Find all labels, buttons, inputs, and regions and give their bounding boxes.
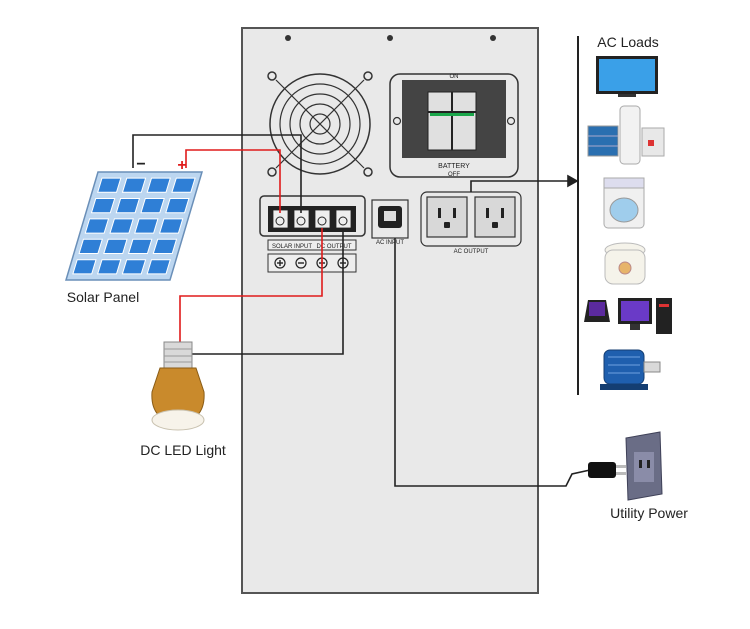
computer-icon	[584, 298, 672, 334]
solar-cell	[152, 238, 178, 254]
ac-output-label: AC OUTPUT	[454, 249, 489, 255]
solar-cell	[103, 238, 128, 254]
solar-cell	[146, 177, 171, 193]
water-heater-icon	[587, 105, 665, 165]
dc-output-label: DC OUTPUT	[317, 244, 352, 250]
solar-cell	[165, 198, 190, 214]
solar-cell	[134, 218, 159, 234]
dc-negative-wire	[192, 228, 344, 355]
ac-loads-label: AC Loads	[597, 34, 658, 50]
solar-cell	[90, 198, 116, 214]
solar-cell	[78, 238, 103, 254]
utility-outlet-icon	[625, 431, 663, 501]
tv-icon	[596, 56, 658, 97]
battery-switch[interactable]: ON BATTERY OFF	[389, 73, 519, 178]
solar-cell	[72, 259, 97, 275]
solar-cell	[97, 259, 122, 275]
solar-panel-label: Solar Panel	[67, 289, 139, 305]
solar-input-label: SOLAR INPUT	[272, 244, 312, 250]
solar-cell	[97, 177, 122, 193]
polarity-negative: −	[136, 156, 145, 173]
switch-off-label: OFF	[448, 172, 460, 178]
ac-input-wire	[394, 238, 591, 487]
dc-led-light-label: DC LED Light	[140, 442, 226, 458]
solar-cell	[121, 177, 147, 193]
wires	[132, 134, 591, 487]
switch-battery-label: BATTERY	[438, 163, 470, 170]
solar-cell	[146, 259, 171, 275]
dc-terminal-block: SOLAR INPUT DC OUTPUT	[259, 195, 366, 273]
ac-input-socket[interactable]: AC INPUT	[371, 199, 409, 246]
polarity-positive: +	[177, 157, 186, 174]
rice-cooker-icon	[604, 242, 646, 285]
motor-icon	[600, 349, 661, 390]
solar-cell	[109, 218, 134, 234]
switch-on-label: ON	[450, 74, 459, 80]
solar-panel-icon: − +	[64, 156, 204, 281]
ac-loads-panel: AC Loads	[577, 34, 672, 395]
solar-cell	[171, 177, 196, 193]
ac-loads-arrow	[567, 174, 579, 188]
solar-cell	[127, 238, 153, 254]
utility-power-label: Utility Power	[610, 505, 688, 521]
solar-cell	[115, 198, 141, 214]
power-plug-icon	[588, 462, 626, 478]
solar-cell	[158, 218, 184, 234]
solar-cell	[140, 198, 165, 214]
ac-output-sockets[interactable]: AC OUTPUT	[420, 191, 522, 255]
ac-output-wire	[470, 180, 568, 192]
solar-positive-wire	[185, 149, 281, 213]
solar-negative-wire	[132, 134, 302, 213]
solar-cell	[84, 218, 110, 234]
cooling-fan-icon	[267, 71, 373, 177]
dc-positive-wire	[179, 228, 323, 342]
washing-machine-icon	[603, 177, 645, 229]
ac-input-label: AC INPUT	[376, 240, 404, 246]
solar-cell	[121, 259, 147, 275]
led-bulb-icon	[151, 341, 205, 431]
